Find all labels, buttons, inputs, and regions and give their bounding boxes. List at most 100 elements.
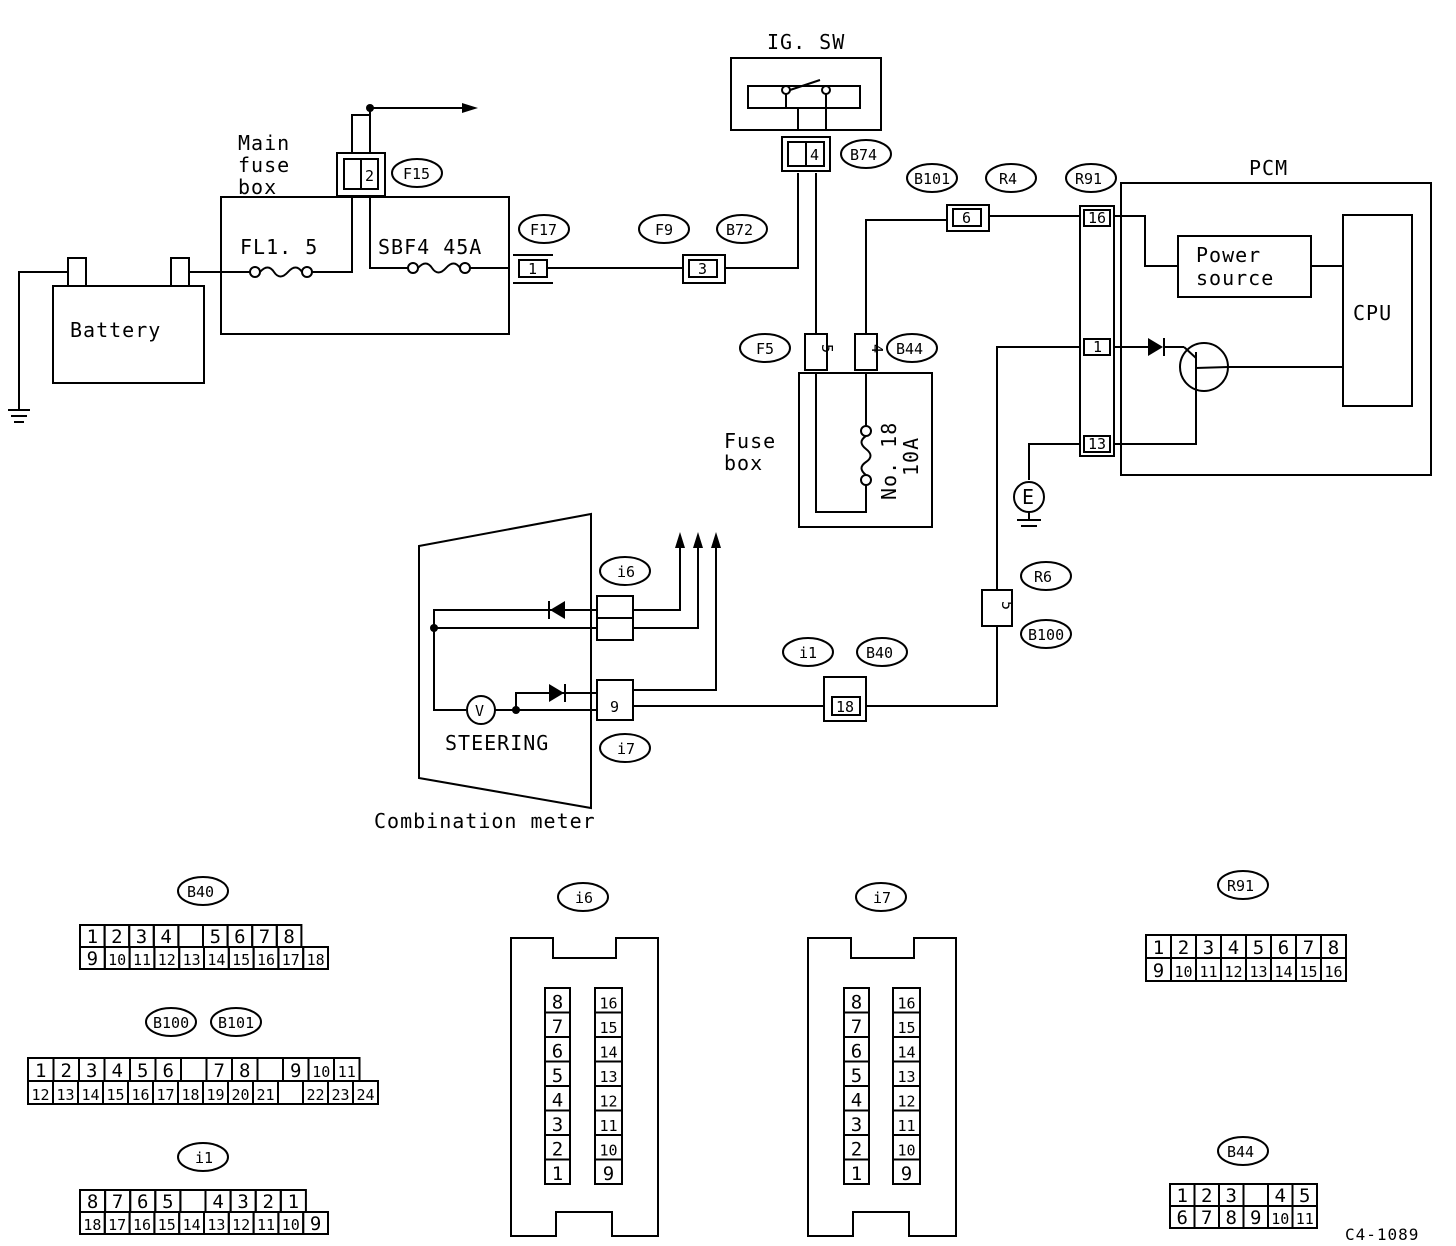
battery: Battery (52, 257, 205, 384)
connector-i7: 9 i7 (596, 679, 651, 763)
b40-pin-7: 7 (259, 926, 270, 948)
fuse-10a-label: 10A (899, 437, 923, 476)
i1-pin-5: 5 (162, 1191, 173, 1213)
arrow-up-1 (675, 532, 685, 548)
b40-pin-8: 8 (283, 926, 294, 948)
connector-f5: 5 F5 (739, 333, 836, 371)
i1-pin-11: 11 (257, 1216, 275, 1234)
i7-pin-9: 9 (901, 1163, 912, 1185)
r91-pin-16-cell (1320, 957, 1347, 982)
b44-pin-2: 2 (1201, 1185, 1212, 1207)
i7-pin-7: 7 (851, 1016, 862, 1038)
connector-f15: 2 F15 (336, 152, 443, 197)
fuse-sbf4-label: SBF4 45A (378, 235, 482, 259)
b44-pin-10: 10 (1271, 1210, 1289, 1228)
connector-b74: 4 B74 (781, 136, 892, 172)
b44-pin-11: 11 (1296, 1210, 1314, 1228)
i6-pin-1-cell (544, 1158, 571, 1185)
wire-r91-r6 (996, 346, 1080, 590)
i6-pin-13: 13 (599, 1068, 617, 1086)
i1-pin-2: 2 (263, 1191, 274, 1213)
i1-pin-8: 8 (87, 1191, 98, 1213)
tag-f15: F15 (403, 165, 430, 183)
b100-pin-2: 2 (61, 1060, 72, 1082)
r91-pin-16: 16 (1324, 963, 1342, 981)
b100-pin-18: 18 (181, 1086, 199, 1104)
pin-b101: 6 (962, 209, 971, 227)
i1-pin-blank-cell (179, 1189, 207, 1213)
i7-pin-1-cell (843, 1158, 870, 1185)
view-tag-b40: B40 (187, 883, 214, 901)
i7-pin-14: 14 (897, 1044, 915, 1062)
r91-pin-13: 13 (1249, 963, 1267, 981)
i1-pin-18: 18 (83, 1216, 101, 1234)
fuse-box-label-1: Fuse (724, 429, 776, 453)
b40-pin-18: 18 (307, 951, 325, 969)
ignition-switch-label: IG. SW (767, 30, 845, 54)
wire-i6-out1 (633, 546, 681, 611)
b100-pin-23: 23 (331, 1086, 349, 1104)
tag-b44: B44 (896, 340, 923, 358)
b100-pin-blank-cell (180, 1057, 208, 1082)
wire-f15-top (351, 114, 371, 153)
b44-pin-9: 9 (1250, 1207, 1261, 1229)
pin-r6: 5 (998, 601, 1016, 610)
view-tag-b100: B100 (153, 1014, 189, 1032)
view-tag-i1: i1 (195, 1149, 213, 1167)
pcm-label: PCM (1249, 156, 1288, 180)
b100-pin-blank-cell (256, 1057, 284, 1082)
r91-pin-11: 11 (1199, 963, 1217, 981)
b44-pin-5: 5 (1299, 1185, 1310, 1207)
b100-pin-19: 19 (206, 1086, 224, 1104)
figure-code: C4-1089 (1345, 1225, 1419, 1244)
b100-pin-24: 24 (356, 1086, 374, 1104)
tag-b100: B100 (1028, 626, 1064, 644)
b40-pin-12: 12 (158, 951, 176, 969)
b100-pin-21: 21 (256, 1086, 274, 1104)
i7-pin-1: 1 (851, 1163, 862, 1185)
cpu-label: CPU (1353, 301, 1392, 325)
i6-pin-2: 2 (552, 1139, 563, 1161)
b40-pin-2: 2 (111, 926, 122, 948)
tag-b101: B101 (914, 170, 950, 188)
b44-pin-blank-cell (1242, 1183, 1269, 1207)
i1-pin-14: 14 (183, 1216, 201, 1234)
power-source-label-1: Power (1196, 243, 1261, 267)
arrow-up-3 (711, 532, 721, 548)
r91-pin-10: 10 (1174, 963, 1192, 981)
connector-b44: 4 B44 (854, 333, 938, 371)
i1-pin-15: 15 (158, 1216, 176, 1234)
b100-pin-22: 22 (306, 1086, 324, 1104)
svg-text:V: V (475, 702, 484, 720)
tag-r91: R91 (1075, 170, 1102, 188)
b44-pin-11-cell (1291, 1205, 1318, 1229)
i6-pin-9-cell (594, 1158, 623, 1185)
ground-symbol-battery (8, 271, 68, 423)
connector-i6: i6 (596, 556, 651, 641)
b40-pin-18-cell (302, 946, 330, 970)
housing-i6 (510, 937, 659, 1237)
view-tag-i6: i6 (575, 889, 593, 907)
i6-pin-6: 6 (552, 1041, 563, 1063)
arrow-to-other-circuits (462, 103, 478, 113)
pin-r91-16: 16 (1088, 209, 1106, 227)
connector-f9-b72: 3 F9 B72 (638, 214, 768, 284)
view-tag-i7: i7 (873, 889, 891, 907)
pin-b44: 4 (868, 344, 886, 353)
i1-pin-17: 17 (108, 1216, 126, 1234)
r91-pin-4: 4 (1228, 937, 1239, 959)
b44-pin-4: 4 (1275, 1185, 1286, 1207)
r91-pin-9: 9 (1153, 960, 1164, 982)
r91-pin-3: 3 (1203, 937, 1214, 959)
ground-e-label: E (1022, 485, 1035, 509)
i6-pin-15: 15 (599, 1019, 617, 1037)
connector-f17: 1 F17 (513, 214, 570, 284)
i6-pin-4: 4 (552, 1090, 563, 1112)
b40-pin-10: 10 (108, 951, 126, 969)
i6-pin-14: 14 (599, 1044, 617, 1062)
i1-pin-6: 6 (137, 1191, 148, 1213)
tag-f9: F9 (655, 221, 673, 239)
b40-pin-3: 3 (136, 926, 147, 948)
b40-pin-14: 14 (207, 951, 225, 969)
arrow-up-2 (693, 532, 703, 548)
